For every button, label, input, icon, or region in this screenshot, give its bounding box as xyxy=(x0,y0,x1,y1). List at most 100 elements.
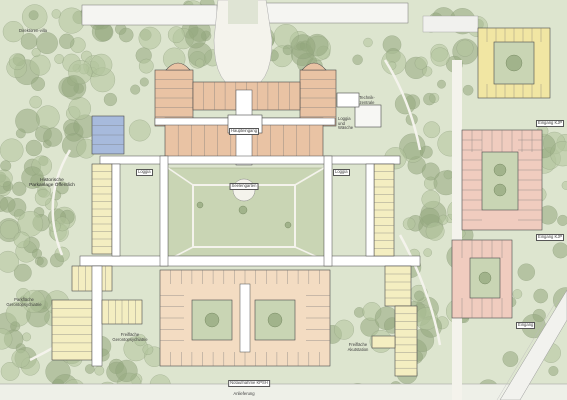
tree xyxy=(29,95,42,109)
neighbour-building xyxy=(422,15,479,33)
tree xyxy=(533,288,548,304)
tree xyxy=(22,332,31,342)
tree xyxy=(134,334,147,347)
tree xyxy=(493,163,507,177)
tree xyxy=(185,27,207,49)
label-loggia-west: Loggia xyxy=(136,169,153,176)
tree xyxy=(0,138,24,163)
tree xyxy=(58,7,85,34)
label-anlieferung: Anlieferung xyxy=(233,391,255,396)
tree xyxy=(50,253,64,268)
tree xyxy=(204,312,220,328)
tree xyxy=(195,58,205,68)
tree xyxy=(25,139,43,157)
children-courtyard xyxy=(469,257,501,299)
tree xyxy=(43,127,63,147)
corridor xyxy=(159,155,169,267)
tree xyxy=(2,181,13,192)
tree xyxy=(425,221,445,241)
tree xyxy=(138,26,162,50)
tree xyxy=(502,351,519,367)
tree xyxy=(21,166,44,189)
tree xyxy=(423,248,432,257)
tree xyxy=(0,362,20,381)
tree xyxy=(422,66,433,77)
label-eingang: Eingang xyxy=(516,322,536,329)
tree xyxy=(505,54,523,72)
corridor xyxy=(99,155,401,165)
care-wing-southeast xyxy=(384,265,412,307)
forecourt-lawn xyxy=(228,0,258,24)
tree xyxy=(552,242,567,259)
tree xyxy=(394,93,416,115)
tree xyxy=(130,84,141,95)
tree xyxy=(0,328,13,350)
tree xyxy=(493,183,507,197)
historic-rotunda xyxy=(301,62,327,71)
tree xyxy=(11,349,30,368)
corridor xyxy=(91,265,103,367)
corridor xyxy=(365,163,375,257)
technical-centre xyxy=(354,104,382,128)
akut-wing xyxy=(394,305,418,377)
label-parkflaeche-gerontopsychiatrie: Parkfläche Gerontopsychiatrie xyxy=(6,297,42,307)
tree xyxy=(462,84,474,96)
building-footprints xyxy=(51,27,551,377)
park-trees-courtyards xyxy=(196,54,523,328)
tree xyxy=(2,21,24,43)
tree xyxy=(0,220,19,240)
tree xyxy=(10,321,21,332)
tree xyxy=(59,33,75,49)
tree xyxy=(0,250,19,273)
tree xyxy=(437,79,446,89)
tree xyxy=(478,271,492,285)
corridor xyxy=(111,163,121,257)
tree xyxy=(267,312,283,328)
tree xyxy=(352,54,363,65)
tree xyxy=(561,181,567,190)
tree xyxy=(414,290,425,301)
label-technikzentrale: Technik-zentrale xyxy=(359,95,375,105)
loggia-waesche xyxy=(336,92,360,108)
neighbour-building xyxy=(265,2,409,24)
tree xyxy=(115,359,138,382)
tree xyxy=(36,256,48,268)
tree xyxy=(90,53,113,76)
label-direktorenvilla: Direktoren-villa xyxy=(19,28,47,33)
tree xyxy=(12,181,27,196)
tree xyxy=(363,37,373,48)
tree xyxy=(31,48,41,58)
tree xyxy=(430,47,450,67)
tree xyxy=(138,58,154,74)
tree xyxy=(36,32,58,54)
tree xyxy=(61,75,87,100)
tree xyxy=(20,33,38,50)
children-courtyard xyxy=(481,151,519,211)
label-notaufnahme: Notaufnahme KPSH xyxy=(228,380,270,387)
tree xyxy=(8,53,26,71)
corridor xyxy=(239,283,251,353)
tree xyxy=(29,54,51,76)
tree xyxy=(438,214,449,225)
tree xyxy=(423,121,441,139)
label-eingang-kjp-south: Eingang KJP xyxy=(536,234,565,241)
tree xyxy=(13,231,31,249)
tree xyxy=(31,76,45,91)
tree xyxy=(421,190,441,209)
tree xyxy=(22,289,46,313)
tree xyxy=(456,39,474,57)
label-loggia-waesche: Loggia und Wäsche xyxy=(338,116,354,131)
tree xyxy=(139,77,149,87)
corridor xyxy=(323,155,333,267)
street xyxy=(499,289,567,400)
tree xyxy=(0,196,16,213)
tree xyxy=(34,189,52,206)
tree xyxy=(35,105,60,130)
tree xyxy=(421,162,440,181)
tree xyxy=(85,364,95,374)
neighbour-building xyxy=(81,4,218,26)
courtyard-path xyxy=(167,167,325,261)
tree xyxy=(15,128,26,139)
